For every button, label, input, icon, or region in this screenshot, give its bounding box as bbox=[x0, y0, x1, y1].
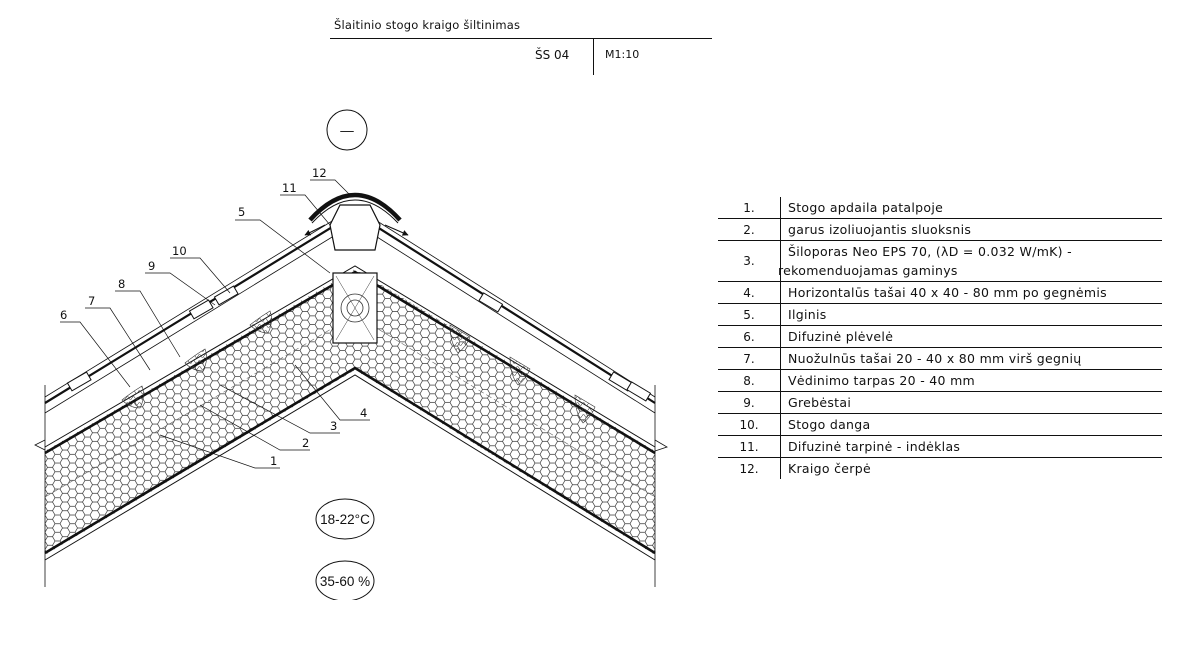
legend-text: Nuožulnūs tašai 20 - 40 x 80 mm virš geg… bbox=[788, 351, 1082, 366]
legend-row: 5. Ilginis bbox=[718, 304, 1162, 326]
section-marker-label: — bbox=[340, 123, 354, 138]
legend-text: Stogo danga bbox=[788, 417, 871, 432]
legend-row: 10. Stogo danga bbox=[718, 414, 1162, 436]
callout-leaders bbox=[60, 179, 370, 469]
callout-10: 10 bbox=[172, 244, 187, 258]
legend-number: 9. bbox=[743, 395, 755, 410]
vapour-barrier-line bbox=[44, 374, 656, 561]
legend-row: 2. garus izoliuojantis sluoksnis bbox=[718, 219, 1162, 241]
callout-3: 3 bbox=[330, 419, 337, 433]
legend-number: 7. bbox=[743, 351, 755, 366]
left-cut-mark bbox=[34, 439, 46, 451]
legend-text: Stogo apdaila patalpoje bbox=[788, 200, 944, 215]
callout-2: 2 bbox=[302, 436, 309, 450]
humidity-badge: 35-60 % bbox=[315, 560, 375, 600]
callout-6: 6 bbox=[60, 308, 67, 322]
ridge-beam bbox=[332, 272, 378, 344]
drawing-code: ŠS 04 bbox=[535, 48, 570, 62]
callout-8: 8 bbox=[118, 277, 125, 291]
callout-5: 5 bbox=[238, 205, 245, 219]
legend-row: 9. Grebėstai bbox=[718, 392, 1162, 414]
legend-text: Šiloporas Neo EPS 70, (λD = 0.032 W/mK) … bbox=[778, 244, 1072, 278]
callout-11: 11 bbox=[282, 181, 297, 195]
callout-7: 7 bbox=[88, 294, 95, 308]
legend-number: 1. bbox=[743, 200, 755, 215]
callout-1: 1 bbox=[270, 454, 277, 468]
legend-text: Difuzinė plėvelė bbox=[788, 329, 894, 344]
humidity-label: 35-60 % bbox=[320, 574, 370, 589]
diffusion-membrane-line bbox=[44, 265, 656, 448]
legend-number: 4. bbox=[743, 285, 755, 300]
counter-battens bbox=[121, 310, 596, 424]
legend-row: 4. Horizontalūs tašai 40 x 40 - 80 mm po … bbox=[718, 282, 1162, 304]
legend-number: 5. bbox=[743, 307, 755, 322]
battens bbox=[66, 285, 652, 402]
title-vertical-divider bbox=[593, 39, 594, 75]
legend-number: 11. bbox=[739, 439, 759, 454]
callout-12: 12 bbox=[312, 166, 327, 180]
legend-number: 10. bbox=[739, 417, 759, 432]
legend-row: 12. Kraigo čerpė bbox=[718, 458, 1162, 479]
section-marker: — bbox=[326, 109, 368, 151]
legend-text: Ilginis bbox=[788, 307, 827, 322]
legend-row: 7. Nuožulnūs tašai 20 - 40 x 80 mm virš g… bbox=[718, 348, 1162, 370]
legend-text: Vėdinimo tarpas 20 - 40 mm bbox=[788, 373, 976, 388]
legend-text: garus izoliuojantis sluoksnis bbox=[788, 222, 972, 237]
drawing-title: Šlaitinio stogo kraigo šiltinimas bbox=[334, 18, 521, 32]
interior-finish-line bbox=[44, 366, 656, 555]
legend-text: Kraigo čerpė bbox=[788, 461, 871, 476]
legend-number: 6. bbox=[743, 329, 755, 344]
legend-row: 3. Šiloporas Neo EPS 70, (λD = 0.032 W/mK… bbox=[718, 241, 1162, 282]
legend-row: 1. Stogo apdaila patalpoje bbox=[718, 197, 1162, 219]
temperature-label: 18-22°C bbox=[320, 512, 370, 527]
rafter-top-line bbox=[44, 270, 656, 455]
legend-row: 6. Difuzinė plėvelė bbox=[718, 326, 1162, 348]
legend-text: Grebėstai bbox=[788, 395, 852, 410]
legend-table: 1. Stogo apdaila patalpoje 2. garus izoliu… bbox=[718, 197, 1162, 479]
legend-text: Difuzinė tarpinė - indėklas bbox=[788, 439, 961, 454]
legend-number: 12. bbox=[739, 461, 759, 476]
ridge-tile-assembly bbox=[304, 192, 409, 251]
callout-4: 4 bbox=[360, 406, 367, 420]
legend-number: 3. bbox=[743, 254, 755, 268]
title-block: Šlaitinio stogo kraigo šiltinimas ŠS 04 … bbox=[330, 14, 712, 76]
legend-row: 8. Vėdinimo tarpas 20 - 40 mm bbox=[718, 370, 1162, 392]
drawing-scale: M1:10 bbox=[605, 48, 640, 61]
rafter-dashed-line bbox=[44, 314, 656, 498]
legend-number: 8. bbox=[743, 373, 755, 388]
title-divider bbox=[330, 38, 712, 39]
legend-number: 2. bbox=[743, 222, 755, 237]
temperature-badge: 18-22°C bbox=[315, 498, 375, 540]
right-cut-mark bbox=[654, 439, 668, 452]
legend-text: Horizontalūs tašai 40 x 40 - 80 mm po ge… bbox=[788, 285, 1107, 300]
legend-row: 11. Difuzinė tarpinė - indėklas bbox=[718, 436, 1162, 458]
callout-9: 9 bbox=[148, 259, 155, 273]
roof-ridge-section-drawing: — bbox=[34, 109, 668, 600]
